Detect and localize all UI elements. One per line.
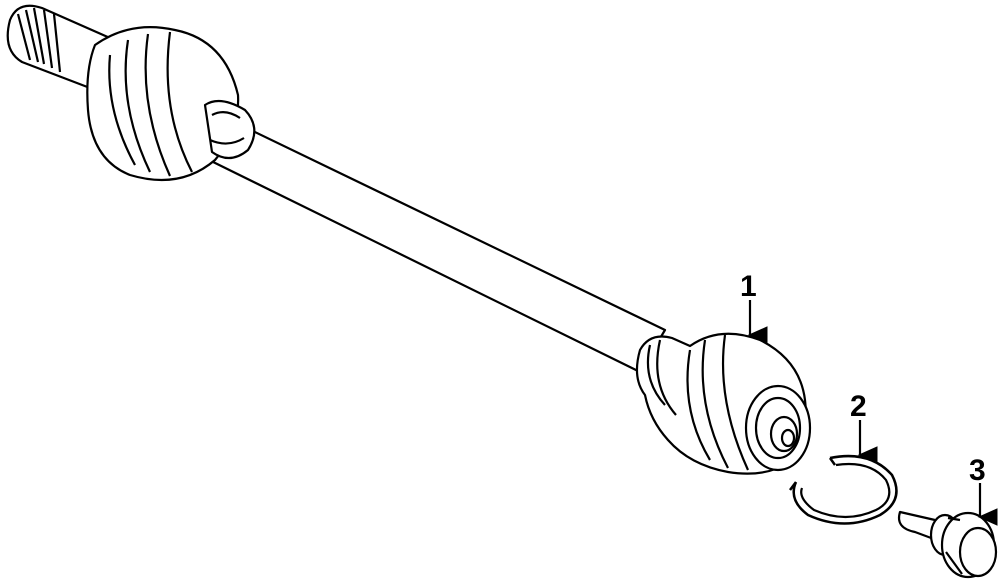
callout-3: 3 [969, 454, 986, 487]
axle-shaft [6, 4, 998, 579]
callout-2: 2 [850, 390, 867, 423]
inner-spline-stub [6, 4, 112, 90]
callout-leaders [747, 300, 998, 526]
shaft-bar [203, 118, 667, 374]
axle-bolt [897, 510, 998, 579]
inner-cv-boot [86, 26, 256, 182]
retaining-ring [789, 454, 898, 525]
outer-cv-boot [635, 332, 812, 475]
callout-1: 1 [740, 270, 757, 303]
